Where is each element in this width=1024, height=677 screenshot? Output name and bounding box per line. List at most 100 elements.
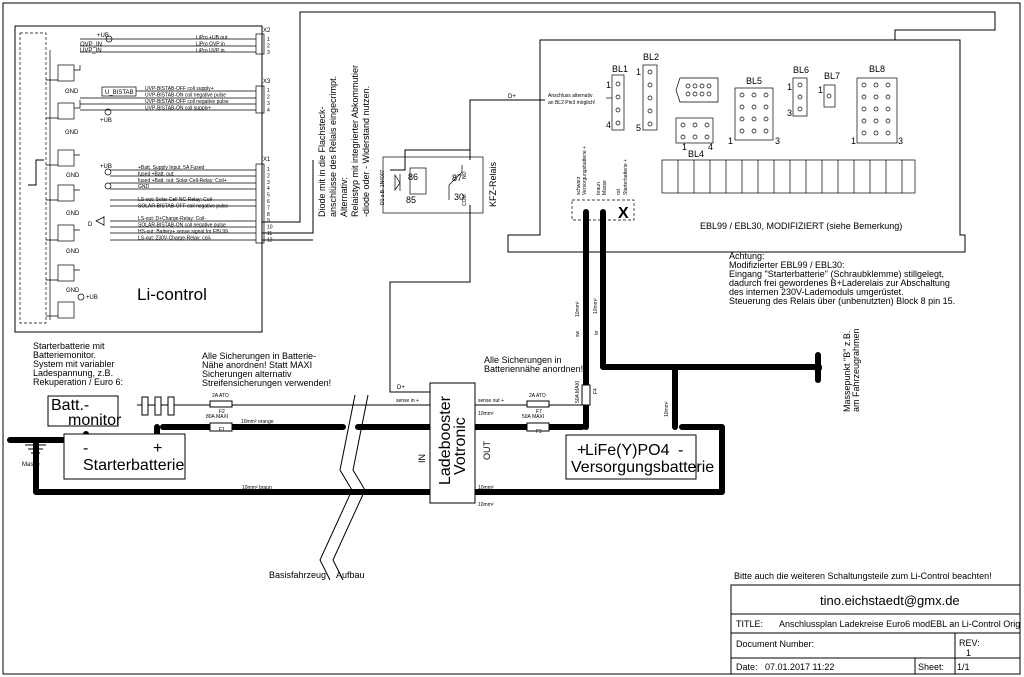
masse-b-note: Massepunkt "B" z.B. am Fahrzeugrahmen	[842, 328, 861, 412]
x3-pin: 2	[267, 95, 270, 101]
svg-text:1: 1	[606, 80, 611, 90]
ebl-heatsink	[661, 159, 916, 194]
svg-text:TITLE:: TITLE:	[736, 619, 763, 629]
pin-dot	[751, 92, 757, 98]
pin-dot	[751, 116, 757, 122]
svg-text:10mm²: 10mm²	[575, 301, 581, 317]
block-bl5	[734, 87, 774, 141]
strip-fuse	[154, 396, 162, 416]
aufbau-label: Aufbau	[336, 570, 365, 580]
pin-dot	[763, 92, 769, 98]
licontrol-module: GND GND GND GND GND GND +UB +UB OVP_IN U…	[14, 25, 273, 333]
ub-source-icon	[77, 293, 85, 301]
pin-dot	[797, 82, 803, 88]
ub-source-icon	[104, 168, 112, 176]
drawing-title: Anschlussplan Ladekreise Euro6 modEBL an…	[779, 619, 1020, 629]
gnd-label: GND	[65, 130, 79, 136]
svg-text:Document Number:: Document Number:	[736, 639, 814, 649]
x2-label: LiPro UVP in	[196, 48, 225, 54]
connector-x3	[255, 85, 265, 114]
svg-text:Ladespannung, z.B.: Ladespannung, z.B.	[33, 368, 113, 378]
svg-text:80A MAXI: 80A MAXI	[206, 414, 228, 420]
pin-dot	[615, 94, 621, 100]
svg-text:4: 4	[606, 120, 611, 130]
svg-text:Eingang "Starterbatterie" (Sch: Eingang "Starterbatterie" (Schraubklemme…	[729, 269, 944, 279]
x1-pin: 6	[267, 199, 270, 205]
svg-text:COM: COM	[462, 194, 468, 206]
batt-monitor-box	[47, 395, 119, 427]
kfz-relay: 86 85 87 30 NO COM KFZ-Relais	[382, 156, 498, 214]
svg-text:-: -	[83, 440, 88, 457]
svg-text:10mm² orange: 10mm² orange	[241, 419, 274, 425]
svg-text:sw: sw	[575, 331, 581, 338]
svg-text:1: 1	[728, 136, 733, 146]
pin-dot	[739, 104, 745, 110]
x1-label: +Batt. Supply Input, 5A Fused	[138, 165, 205, 171]
pin-dot	[763, 104, 769, 110]
signal-ovp-in: OVP_IN	[80, 42, 102, 48]
masse-label: Masse	[22, 462, 40, 468]
block-bl8	[856, 77, 898, 144]
pin-dot	[873, 130, 879, 136]
x3-pin: 4	[267, 108, 270, 114]
svg-text:1: 1	[787, 82, 792, 92]
svg-text:br: br	[594, 330, 600, 335]
fuse-f2	[209, 400, 233, 408]
svg-text:1: 1	[818, 85, 823, 95]
svg-text:Batteriennähe anordnen!: Batteriennähe anordnen!	[484, 364, 583, 374]
bl8-label: BL8	[869, 64, 885, 74]
svg-text:+: +	[153, 440, 162, 457]
pin-dot	[615, 81, 621, 87]
sense-out-label: sense out +	[478, 398, 504, 404]
ebl-label: EBL99 / EBL30, MODIFIZIERT (siehe Bemerk…	[700, 221, 902, 231]
pin-dot	[739, 128, 745, 134]
x1-label: SOLAR-BISTAB-ON coil negative pulse	[138, 223, 226, 229]
bl2-label: BL2	[643, 52, 659, 62]
pin-dot	[692, 122, 698, 128]
x1-label: LS-out: 230V-Charge-Relay: coil-	[138, 235, 212, 241]
pin-dot	[826, 93, 832, 99]
pin-dot	[706, 83, 712, 89]
relay-diode-icon	[394, 173, 401, 192]
svg-text:Votronic: Votronic	[452, 417, 469, 475]
pin-dot	[751, 128, 757, 134]
svg-text:50A MAXI: 50A MAXI	[522, 414, 544, 420]
ground-icon	[25, 444, 46, 454]
x1-pin: 2	[267, 173, 270, 179]
svg-text:-: -	[678, 442, 683, 459]
svg-text:10mm²: 10mm²	[478, 502, 494, 508]
block-bl4	[675, 117, 714, 144]
svg-text:Achtung:: Achtung:	[729, 251, 765, 261]
block-connector	[675, 77, 719, 103]
x1-label: GND	[138, 184, 150, 190]
svg-text:NO: NO	[462, 171, 468, 179]
svg-text:30: 30	[454, 192, 464, 202]
pin-dot	[647, 121, 653, 127]
title-hint: Bitte auch die weiteren Schaltungsteile …	[734, 571, 992, 581]
gnd-label: GND	[66, 173, 80, 179]
svg-text:4: 4	[708, 142, 713, 152]
svg-text:Masse: Masse	[602, 180, 608, 195]
pin-dot	[873, 82, 879, 88]
svg-text:86: 86	[408, 172, 418, 182]
achtung-note: Achtung: Modifizierter EBL99 / EBL30: Ei…	[729, 251, 955, 306]
svg-text:Diode mit in die Flachsteck-: Diode mit in die Flachsteck-	[317, 106, 327, 217]
x2-pin: 3	[267, 50, 270, 56]
svg-text:Starterbatterie mit: Starterbatterie mit	[33, 341, 105, 351]
fuse-note-1: Alle Sicherungen in Batterie- Nähe anord…	[202, 351, 331, 388]
svg-text:braun: braun	[596, 182, 602, 195]
pin-dot	[615, 120, 621, 126]
bl6-label: BL6	[793, 65, 809, 75]
drawing-date: 07.01.2017 11:22	[765, 662, 834, 672]
x1-label: HS-out: Battery+ sense signal for EBL99	[138, 229, 228, 235]
pin-dot	[699, 83, 705, 89]
signal-u-bistab: U_BISTAB	[105, 90, 134, 96]
svg-text:Sheet:: Sheet:	[918, 662, 944, 672]
bl1-label: BL1	[612, 64, 628, 74]
licontrol-title: Li-control	[137, 285, 207, 304]
diode-note: Diode mit in die Flachsteck- anschlüsse …	[317, 65, 371, 217]
x1-label: LS-out: D+Charge-Relay: Coil-	[138, 216, 206, 222]
svg-text:schwarz: schwarz	[576, 176, 582, 195]
svg-text:3: 3	[898, 136, 903, 146]
